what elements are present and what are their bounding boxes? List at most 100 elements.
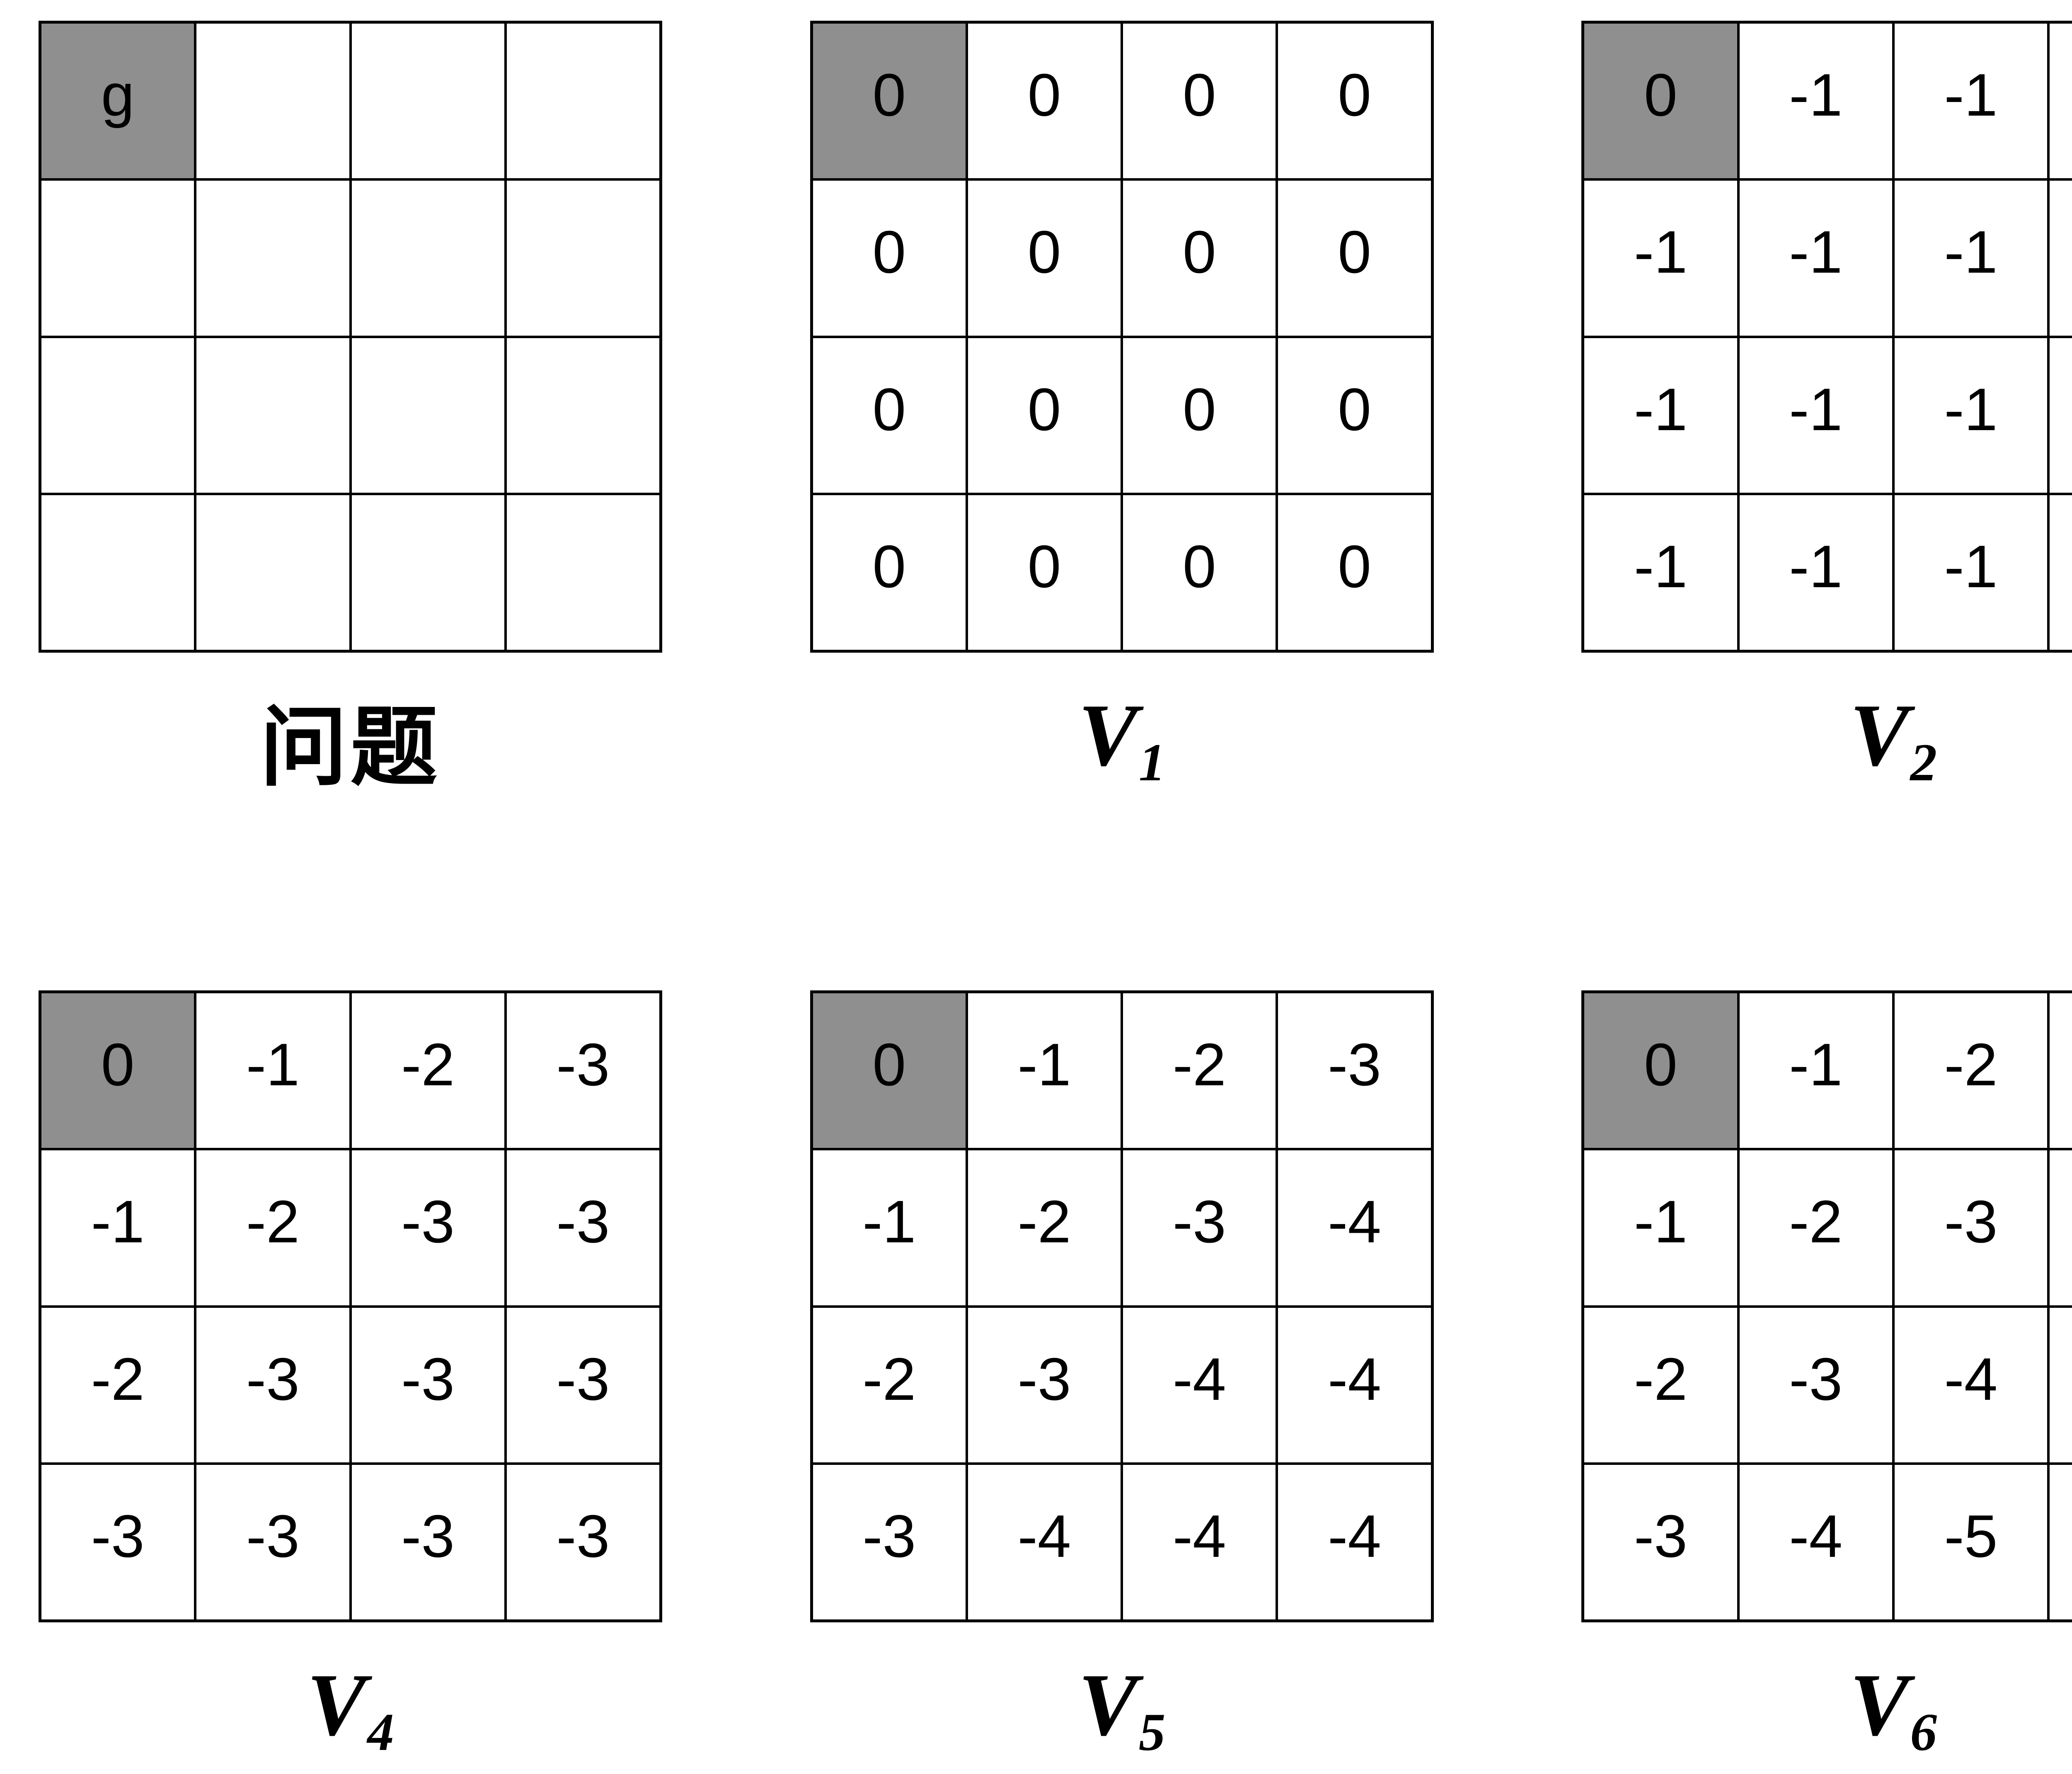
goal-cell-v4-r0c0: 0 <box>40 992 196 1150</box>
grid-cell-v2-r2c2: -1 <box>1893 336 2049 494</box>
grid-cell-problem-r3c2 <box>350 494 506 651</box>
grid-cell-v4-r1c0: -1 <box>40 1149 196 1307</box>
grid-cell-v5-r3c3: -4 <box>1277 1463 1432 1621</box>
labelbox-v4: V4 <box>307 1647 394 1772</box>
grid-cell-v2-r2c3: -1 <box>2048 336 2072 494</box>
panel-problem: g 问题 <box>39 21 662 802</box>
grid-cell-v1-r0c3: 0 <box>1277 22 1432 180</box>
grid-cell-problem-r1c0 <box>40 179 196 337</box>
grid-cell-v2-r1c1: -1 <box>1738 179 1893 337</box>
grid-cell-problem-r2c0 <box>40 336 196 494</box>
grid-label-subscript-v4: 4 <box>367 1702 394 1762</box>
grid-cell-problem-r1c3 <box>505 179 661 337</box>
grid-cell-v2-r2c1: -1 <box>1738 336 1893 494</box>
grid-cell-v4-r2c3: -3 <box>505 1306 661 1464</box>
labelbox-v1: V1 <box>1078 678 1165 802</box>
grid-cell-v1-r1c3: 0 <box>1277 179 1432 337</box>
goal-cell-problem-r0c0: g <box>40 22 196 180</box>
grid-cell-v1-r0c2: 0 <box>1122 22 1277 180</box>
grid-cell-v6-r3c0: -3 <box>1583 1463 1738 1621</box>
grid-cell-v5-r3c0: -3 <box>811 1463 967 1621</box>
grid-cell-v5-r1c3: -4 <box>1277 1149 1432 1307</box>
grid-cell-v2-r3c1: -1 <box>1738 494 1893 651</box>
grid-cell-v1-r2c3: 0 <box>1277 336 1432 494</box>
grid-cell-v6-r0c1: -1 <box>1738 992 1893 1150</box>
grid-cell-v5-r0c2: -2 <box>1122 992 1277 1150</box>
goal-cell-v1-r0c0: 0 <box>811 22 967 180</box>
grid-cell-problem-r2c1 <box>195 336 351 494</box>
grid-cell-v4-r3c0: -3 <box>40 1463 196 1621</box>
grid-cell-v2-r2c0: -1 <box>1583 336 1738 494</box>
grid-cell-v5-r1c2: -3 <box>1122 1149 1277 1307</box>
grid-cell-v6-r1c1: -2 <box>1738 1149 1893 1307</box>
grid-label-base-v5: V <box>1078 1655 1138 1755</box>
grid-cell-v1-r2c2: 0 <box>1122 336 1277 494</box>
grid-cell-problem-r0c2 <box>350 22 506 180</box>
grid-cell-v1-r2c1: 0 <box>966 336 1122 494</box>
grid-cell-problem-r3c0 <box>40 494 196 651</box>
grid-cell-problem-r1c2 <box>350 179 506 337</box>
grid-cell-v5-r2c2: -4 <box>1122 1306 1277 1464</box>
grid-label-subscript-v6: 6 <box>1910 1702 1937 1762</box>
grid-label-subscript-v5: 5 <box>1138 1702 1166 1762</box>
goal-cell-v6-r0c0: 0 <box>1583 992 1738 1150</box>
grid-cell-v2-r1c2: -1 <box>1893 179 2049 337</box>
grid-cell-v4-r3c3: -3 <box>505 1463 661 1621</box>
grid-cell-v2-r3c0: -1 <box>1583 494 1738 651</box>
grid-cell-v1-r3c1: 0 <box>966 494 1122 651</box>
grid-cell-problem-r0c3 <box>505 22 661 180</box>
grid-label-v2: V2 <box>1850 690 1937 789</box>
grid-cell-v1-r3c2: 0 <box>1122 494 1277 651</box>
grid-cell-v2-r0c3: -1 <box>2048 22 2072 180</box>
grid-cell-problem-r2c2 <box>350 336 506 494</box>
grid-cell-v1-r1c1: 0 <box>966 179 1122 337</box>
grid-cell-v6-r1c2: -3 <box>1893 1149 2049 1307</box>
grid-cell-v5-r1c0: -1 <box>811 1149 967 1307</box>
grid-cell-v4-r3c2: -3 <box>350 1463 506 1621</box>
grid-v2: 0-1-1-1-1-1-1-1-1-1-1-1-1-1-1-1 <box>1581 21 2072 653</box>
grid-label-v4: V4 <box>307 1660 394 1758</box>
grid-cell-v4-r0c1: -1 <box>195 992 351 1150</box>
grid-cell-v6-r1c3: -4 <box>2048 1149 2072 1307</box>
grid-cell-problem-r2c3 <box>505 336 661 494</box>
grid-label-base-v4: V <box>307 1655 366 1755</box>
grid-cell-v5-r1c1: -2 <box>966 1149 1122 1307</box>
grid-label-problem: 问题 <box>260 700 441 796</box>
grid-cell-v6-r3c2: -5 <box>1893 1463 2049 1621</box>
grid-cell-v2-r0c2: -1 <box>1893 22 2049 180</box>
labelbox-v5: V5 <box>1078 1647 1165 1772</box>
grid-v5: 0-1-2-3-1-2-3-4-2-3-4-4-3-4-4-4 <box>810 990 1434 1622</box>
grid-cell-problem-r1c1 <box>195 179 351 337</box>
grid-cell-v2-r3c2: -1 <box>1893 494 2049 651</box>
grid-cell-problem-r0c1 <box>195 22 351 180</box>
grid-cell-problem-r3c3 <box>505 494 661 651</box>
grid-cell-v4-r2c2: -3 <box>350 1306 506 1464</box>
goal-cell-v2-r0c0: 0 <box>1583 22 1738 180</box>
grid-cell-v2-r3c3: -1 <box>2048 494 2072 651</box>
grid-cell-v1-r1c0: 0 <box>811 179 967 337</box>
labelbox-v6: V6 <box>1850 1647 1937 1772</box>
grid-cell-v2-r1c0: -1 <box>1583 179 1738 337</box>
grid-cell-problem-r3c1 <box>195 494 351 651</box>
grid-cell-v4-r1c1: -2 <box>195 1149 351 1307</box>
grid-cell-v5-r2c3: -4 <box>1277 1306 1432 1464</box>
grid-label-base-v6: V <box>1849 1655 1909 1755</box>
grid-cell-v6-r0c2: -2 <box>1893 992 2049 1150</box>
panel-v2: 0-1-1-1-1-1-1-1-1-1-1-1-1-1-1-1V2 <box>1581 21 2072 802</box>
grid-cell-v4-r2c1: -3 <box>195 1306 351 1464</box>
grid-cell-v6-r3c1: -4 <box>1738 1463 1893 1621</box>
panel-v6: 0-1-2-3-1-2-3-4-2-3-4-5-3-4-5-5V6 <box>1581 990 2072 1772</box>
grid-cell-v2-r0c1: -1 <box>1738 22 1893 180</box>
grid-cell-v5-r3c2: -4 <box>1122 1463 1277 1621</box>
grid-cell-v2-r1c3: -1 <box>2048 179 2072 337</box>
grid-cell-v1-r0c1: 0 <box>966 22 1122 180</box>
grid-cell-v5-r2c0: -2 <box>811 1306 967 1464</box>
grid-cell-v6-r2c0: -2 <box>1583 1306 1738 1464</box>
